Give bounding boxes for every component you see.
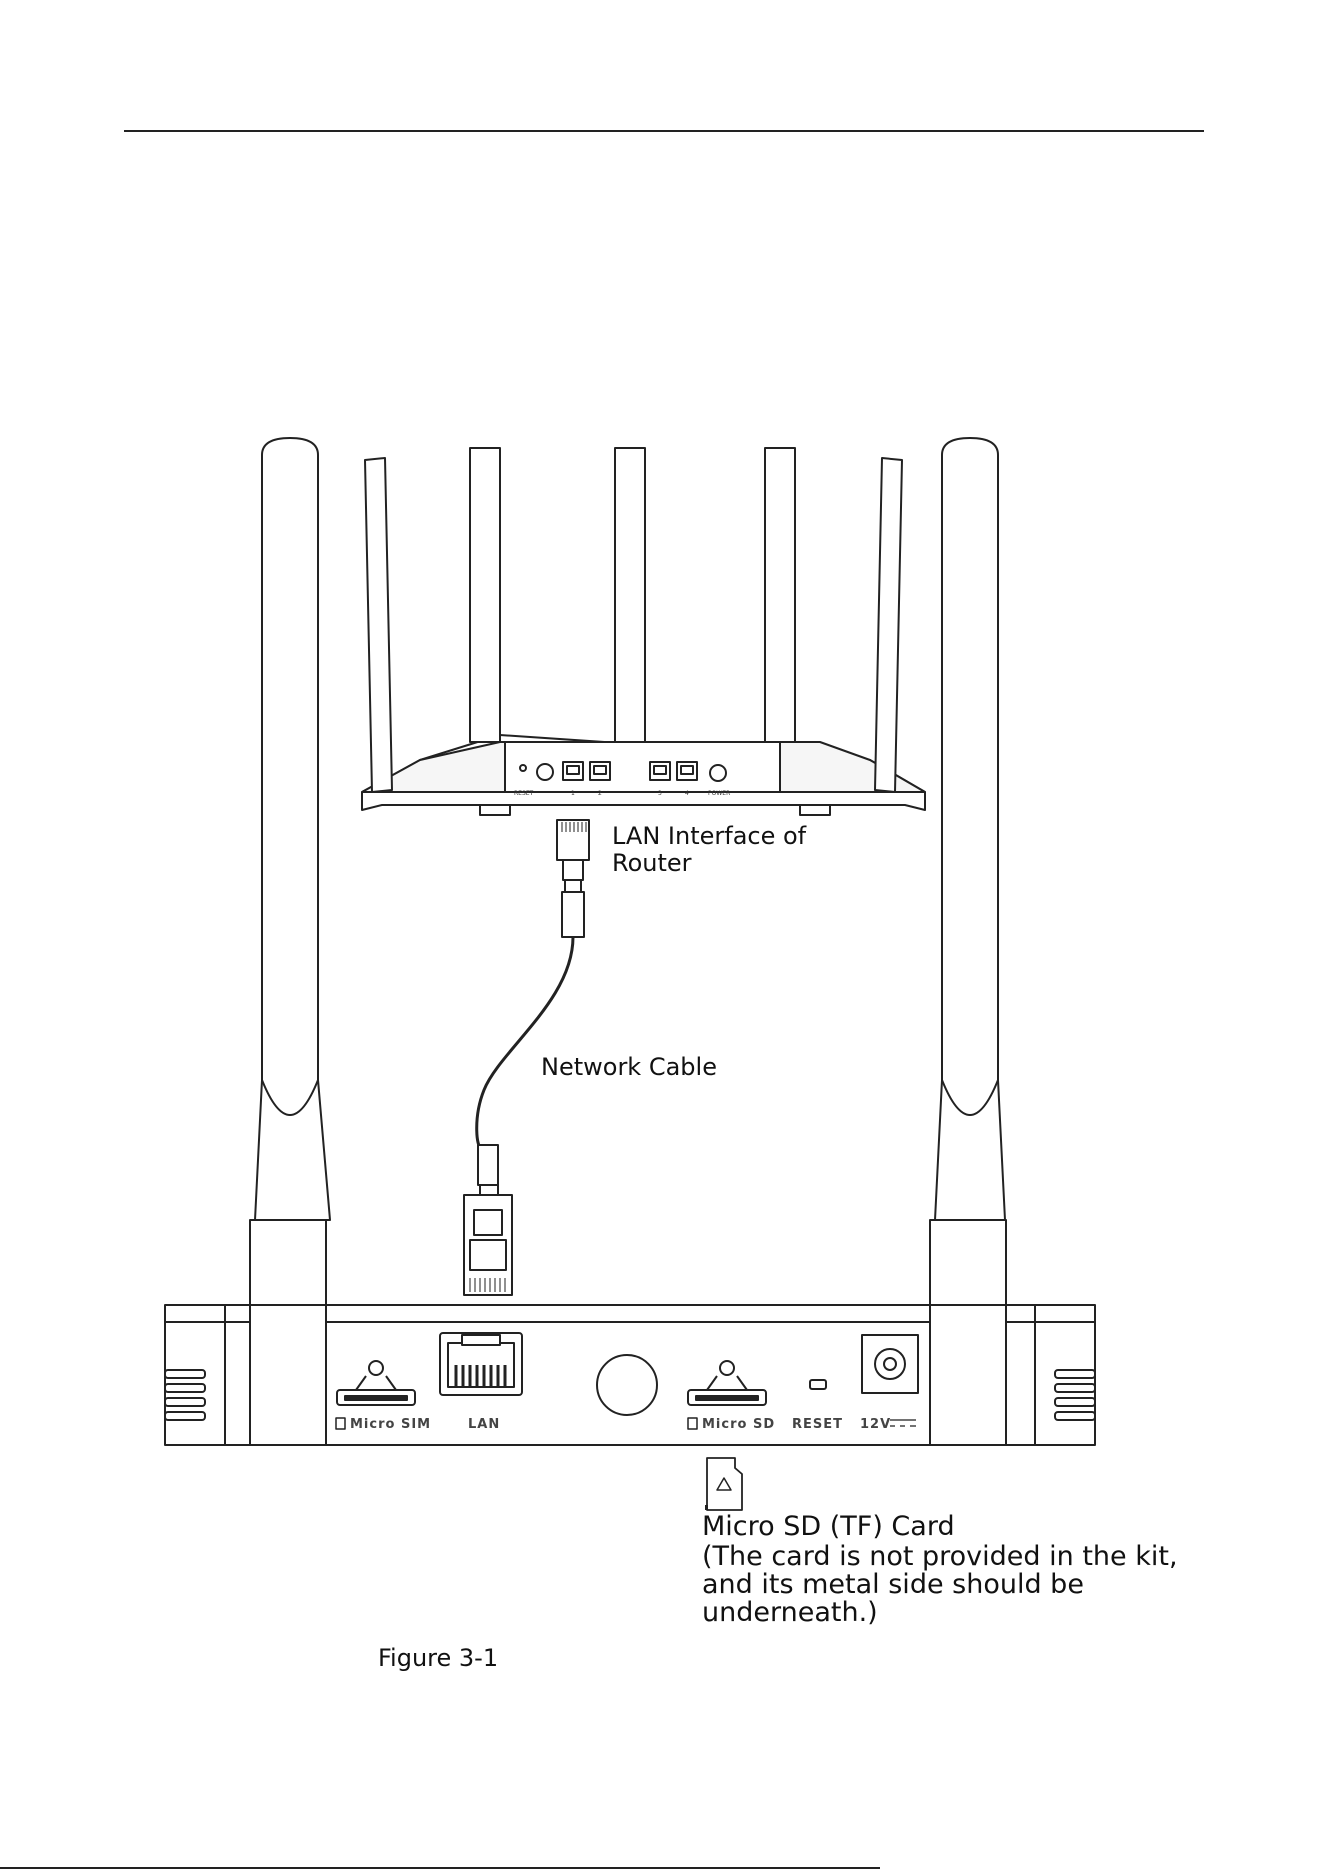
port-label-lan: LAN (468, 1417, 500, 1432)
router-power-button-icon (537, 764, 553, 780)
label-lan-interface-line2: Router (612, 849, 692, 877)
port-label-micro-sim: Micro SIM (350, 1417, 431, 1432)
router-label-p1: 1 (571, 790, 575, 797)
label-lan-interface-line1: LAN Interface of (612, 822, 807, 850)
router-antenna-3 (615, 448, 645, 742)
micro-sd-card (705, 1458, 742, 1510)
status-indicator (597, 1355, 657, 1415)
label-micro-sd-note-1: (The card is not provided in the kit, (702, 1541, 1178, 1572)
device-antenna-right (935, 438, 1005, 1220)
router-power-jack-icon (710, 765, 726, 781)
router (362, 448, 925, 815)
power-jack (862, 1335, 918, 1393)
label-micro-sd-note-3: underneath.) (702, 1597, 878, 1628)
sd-card-icon (688, 1418, 697, 1429)
label-micro-sd-note-2: and its metal side should be (702, 1569, 1084, 1600)
router-reset-hole (520, 765, 526, 771)
port-label-power: 12V (860, 1417, 891, 1432)
label-micro-sd-title: Micro SD (TF) Card (702, 1511, 955, 1542)
router-antenna-4 (765, 448, 795, 742)
footer-rule (0, 1867, 880, 1869)
port-label-reset: RESET (792, 1417, 843, 1432)
router-antenna-2 (470, 448, 500, 742)
router-foot-left (480, 805, 510, 815)
device-antenna-left-base (250, 1220, 326, 1445)
lan-port (440, 1333, 522, 1395)
router-antenna-1 (365, 458, 392, 792)
router-label-power: POWER (708, 790, 730, 797)
sim-card-icon (336, 1418, 345, 1429)
device-antenna-right-base (930, 1220, 1006, 1445)
device-antenna-left (255, 438, 330, 1220)
router-antenna-5 (875, 458, 902, 792)
router-label-p3: 3 (658, 790, 662, 797)
router-foot-right (800, 805, 830, 815)
port-label-micro-sd: Micro SD (702, 1417, 775, 1432)
label-network-cable: Network Cable (541, 1053, 717, 1081)
reset-button (810, 1380, 826, 1389)
router-label-reset: RESET (514, 790, 534, 797)
router-label-p4: 4 (685, 790, 689, 797)
figure-caption: Figure 3-1 (378, 1644, 498, 1672)
router-label-p2: 2 (598, 790, 602, 797)
